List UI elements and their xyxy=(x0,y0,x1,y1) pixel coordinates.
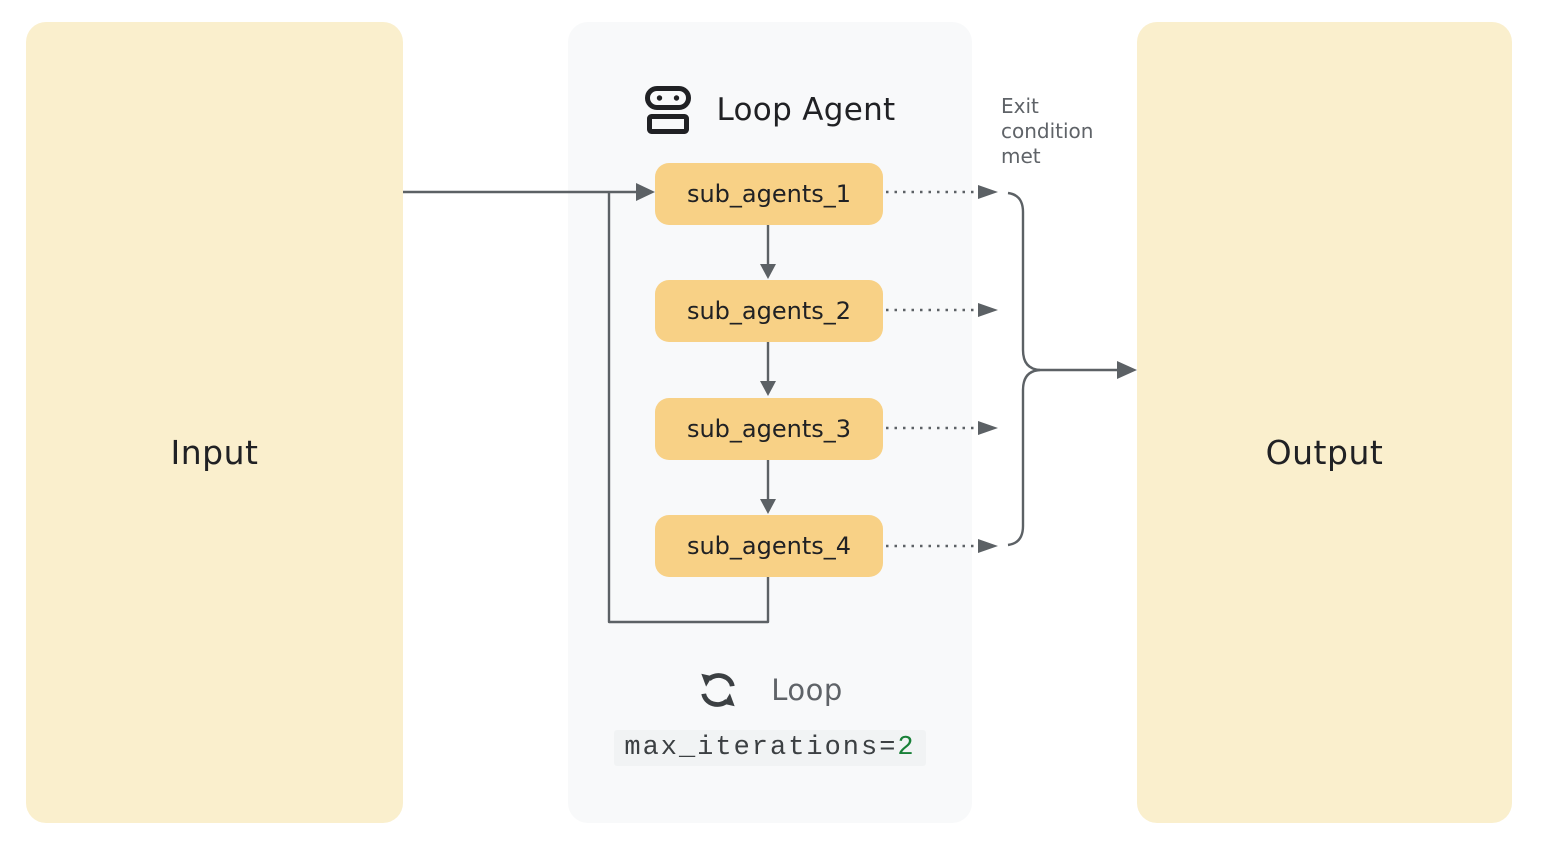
merge-bracket-top xyxy=(1007,191,1120,372)
max-iterations-code: max_iterations=2 xyxy=(614,730,926,766)
sub-agent-box-2: sub_agents_2 xyxy=(655,280,883,342)
loop-agent-header: Loop Agent xyxy=(568,86,972,134)
input-box: Input xyxy=(26,22,403,823)
sub-agent-label-2: sub_agents_2 xyxy=(686,297,852,325)
loop-footer: Loop xyxy=(568,670,972,710)
loop-sync-icon xyxy=(701,673,735,707)
loop-agent-title: Loop Agent xyxy=(716,92,896,128)
exit-arrowhead-2 xyxy=(978,303,998,317)
robot-icon xyxy=(644,86,691,134)
sub-agent-box-4: sub_agents_4 xyxy=(655,515,883,577)
input-label: Input xyxy=(170,433,259,472)
code-value: 2 xyxy=(897,733,916,763)
max-iterations-line: max_iterations=2 xyxy=(568,730,972,766)
exit-arrowhead-4 xyxy=(978,539,998,553)
sub-agent-label-1: sub_agents_1 xyxy=(686,180,852,208)
loop-agent-panel: Loop Agent sub_agents_1 sub_agents_2 sub… xyxy=(568,22,972,823)
sub-agent-label-4: sub_agents_4 xyxy=(686,532,852,560)
exit-arrowhead-3 xyxy=(978,421,998,435)
output-label: Output xyxy=(1265,433,1384,472)
exit-arrowhead-1 xyxy=(978,185,998,199)
output-arrowhead xyxy=(1117,361,1137,379)
output-box: Output xyxy=(1137,22,1512,823)
exit-condition-label: Exit condition met xyxy=(1001,94,1094,168)
merge-bracket-bottom xyxy=(1007,368,1041,547)
sub-agent-box-1: sub_agents_1 xyxy=(655,163,883,225)
loop-label: Loop xyxy=(771,673,843,707)
sub-agent-label-3: sub_agents_3 xyxy=(686,415,852,443)
sub-agent-box-3: sub_agents_3 xyxy=(655,398,883,460)
code-text: max_iterations= xyxy=(624,733,898,763)
